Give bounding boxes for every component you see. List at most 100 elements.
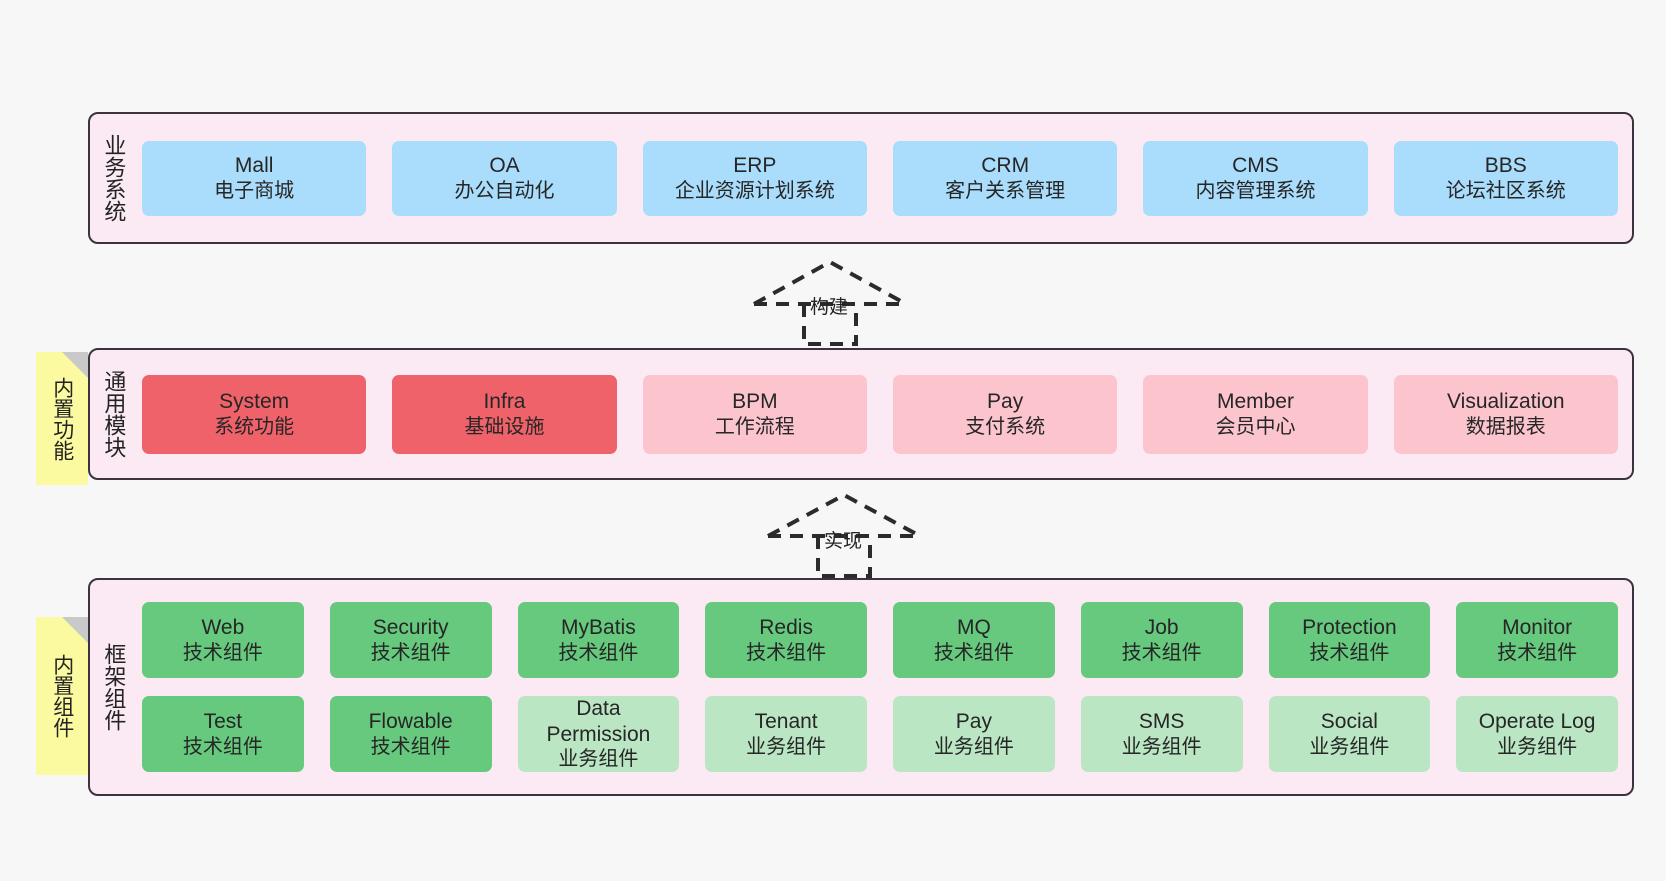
box-protection[interactable]: Protection 技术组件 <box>1268 602 1431 678</box>
box-title: Operate Log <box>1478 710 1596 733</box>
layer-body-common-modules: System 系统功能 Infra 基础设施 BPM 工作流程 Pay 支付系统… <box>136 350 1632 478</box>
box-pay-module[interactable]: Pay 支付系统 <box>892 374 1118 454</box>
layer-body-framework-components: Web 技术组件 Security 技术组件 MyBatis 技术组件 Redi… <box>136 580 1632 794</box>
box-mq[interactable]: MQ 技术组件 <box>893 602 1055 678</box>
box-subtitle: 业务组件 <box>933 735 1014 758</box>
box-subtitle: 技术组件 <box>933 641 1014 664</box>
box-operate-log[interactable]: Operate Log 业务组件 <box>1456 696 1618 772</box>
box-title: Pay <box>955 710 992 733</box>
box-title: Security <box>372 616 449 639</box>
box-subtitle: 技术组件 <box>182 735 263 758</box>
box-flowable[interactable]: Flowable 技术组件 <box>329 696 492 772</box>
box-subtitle: 数据报表 <box>1465 415 1546 438</box>
box-title: CRM <box>981 154 1030 177</box>
box-subtitle: 系统功能 <box>214 415 295 438</box>
note-builtin-component: 内置组件 <box>36 617 88 775</box>
box-test[interactable]: Test 技术组件 <box>142 696 304 772</box>
box-visualization[interactable]: Visualization 数据报表 <box>1393 374 1618 454</box>
box-title: System <box>219 390 290 413</box>
box-subtitle: 工作流程 <box>714 415 795 438</box>
layer-business-systems: 业务系统 Mall 电子商城 OA 办公自动化 ERP 企业资源计划系统 CRM <box>88 112 1634 244</box>
dashed-generalization-arrow-icon <box>753 259 907 346</box>
box-title: OA <box>489 154 520 177</box>
box-cms[interactable]: CMS 内容管理系统 <box>1143 140 1368 216</box>
box-subtitle: 论坛社区系统 <box>1445 179 1566 202</box>
box-title: Flowable <box>368 710 453 733</box>
box-mybatis[interactable]: MyBatis 技术组件 <box>517 602 680 678</box>
box-title: Job <box>1144 616 1179 639</box>
box-title: SMS <box>1138 710 1185 733</box>
connector-build: 构建 <box>752 256 912 346</box>
box-title: Web <box>201 616 245 639</box>
box-pay-component[interactable]: Pay 业务组件 <box>893 696 1055 772</box>
box-title: Pay <box>987 390 1024 413</box>
dashed-generalization-arrow-icon <box>767 492 921 578</box>
note-label: 内置功能 <box>50 376 74 461</box>
box-title: Mall <box>234 154 274 177</box>
box-subtitle: 技术组件 <box>746 641 827 664</box>
box-subtitle: 支付系统 <box>965 415 1046 438</box>
box-subtitle: 内容管理系统 <box>1195 179 1316 202</box>
box-subtitle: 业务组件 <box>558 748 639 771</box>
layer-row: System 系统功能 Infra 基础设施 BPM 工作流程 Pay 支付系统… <box>142 374 1618 454</box>
box-subtitle: 技术组件 <box>1309 641 1390 664</box>
box-security[interactable]: Security 技术组件 <box>329 602 492 678</box>
box-subtitle: 客户关系管理 <box>945 179 1066 202</box>
layer-common-modules: 通用模块 System 系统功能 Infra 基础设施 BPM 工作流程 Pay <box>88 348 1634 480</box>
box-subtitle: 技术组件 <box>1121 641 1202 664</box>
box-redis[interactable]: Redis 技术组件 <box>705 602 867 678</box>
box-tenant[interactable]: Tenant 业务组件 <box>705 696 867 772</box>
box-subtitle: 业务组件 <box>1497 735 1578 758</box>
box-sms[interactable]: SMS 业务组件 <box>1080 696 1243 772</box>
box-bbs[interactable]: BBS 论坛社区系统 <box>1393 140 1618 216</box>
box-title: Tenant <box>754 710 818 733</box>
layer-title-common-modules: 通用模块 <box>101 370 127 458</box>
box-system[interactable]: System 系统功能 <box>142 374 367 454</box>
box-title: Infra <box>483 390 526 413</box>
box-title: Test <box>203 710 243 733</box>
box-infra[interactable]: Infra 基础设施 <box>392 374 617 454</box>
box-crm[interactable]: CRM 客户关系管理 <box>892 140 1118 216</box>
connector-label: 实现 <box>824 531 863 552</box>
box-subtitle: 电子商城 <box>214 179 295 202</box>
box-title: ERP <box>733 154 777 177</box>
box-job[interactable]: Job 技术组件 <box>1080 602 1243 678</box>
box-subtitle: 技术组件 <box>182 641 263 664</box>
box-title: BBS <box>1484 154 1527 177</box>
box-subtitle: 技术组件 <box>558 641 639 664</box>
box-subtitle: 办公自动化 <box>454 179 555 202</box>
box-title: Data Permission <box>546 697 651 746</box>
box-subtitle: 基础设施 <box>464 415 545 438</box>
layer-framework-components: 框架组件 Web 技术组件 Security 技术组件 MyBatis 技术组件… <box>88 578 1634 796</box>
connector-label: 构建 <box>810 297 849 318</box>
note-builtin-function: 内置功能 <box>36 352 88 485</box>
box-subtitle: 技术组件 <box>370 641 451 664</box>
box-subtitle: 业务组件 <box>746 735 827 758</box>
box-web[interactable]: Web 技术组件 <box>142 602 304 678</box>
box-title: Protection <box>1302 616 1397 639</box>
note-fold-icon <box>62 617 88 643</box>
box-title: CMS <box>1232 154 1279 177</box>
layer-title-business-systems: 业务系统 <box>101 134 127 222</box>
box-subtitle: 业务组件 <box>1309 735 1390 758</box>
box-title: MyBatis <box>561 616 636 639</box>
layer-row: Test 技术组件 Flowable 技术组件 Data Permission … <box>142 696 1618 772</box>
box-social[interactable]: Social 业务组件 <box>1268 696 1431 772</box>
box-title: MQ <box>956 616 991 639</box>
box-data-permission[interactable]: Data Permission 业务组件 <box>517 696 680 772</box>
connector-implement: 实现 <box>766 490 926 578</box>
note-fold-icon <box>62 352 88 378</box>
box-monitor[interactable]: Monitor 技术组件 <box>1456 602 1618 678</box>
box-title: Redis <box>759 616 813 639</box>
box-erp[interactable]: ERP 企业资源计划系统 <box>642 140 867 216</box>
box-title: Monitor <box>1502 616 1573 639</box>
box-bpm[interactable]: BPM 工作流程 <box>642 374 867 454</box>
box-oa[interactable]: OA 办公自动化 <box>392 140 617 216</box>
layer-row: Mall 电子商城 OA 办公自动化 ERP 企业资源计划系统 CRM 客户关系… <box>142 140 1618 216</box>
box-mall[interactable]: Mall 电子商城 <box>142 140 367 216</box>
box-subtitle: 业务组件 <box>1121 735 1202 758</box>
box-member[interactable]: Member 会员中心 <box>1143 374 1368 454</box>
box-subtitle: 技术组件 <box>370 735 451 758</box>
box-title: Social <box>1320 710 1378 733</box>
